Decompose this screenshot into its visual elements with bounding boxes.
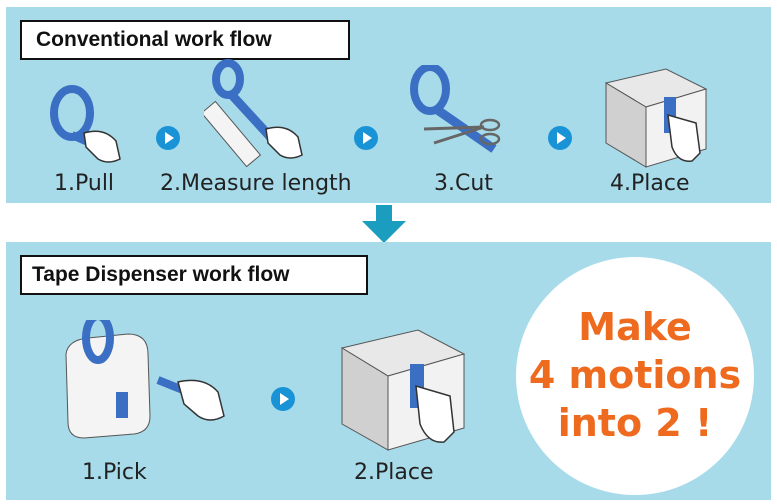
- conventional-title: Conventional work flow: [20, 20, 350, 60]
- down-arrow-icon: [362, 205, 406, 243]
- promo-badge: Make 4 motions into 2 !: [516, 257, 754, 495]
- promo-line-3: into 2 !: [557, 401, 713, 445]
- promo-line-1: Make: [578, 305, 692, 349]
- step-label-measure: 2.Measure length: [160, 171, 352, 196]
- measure-illustration: [204, 59, 303, 168]
- step-label-cut: 3.Cut: [434, 171, 493, 196]
- play-arrow-icon: [156, 126, 180, 150]
- place-box-illustration: [340, 329, 466, 451]
- play-arrow-icon: [354, 126, 378, 150]
- dispenser-title: Tape Dispenser work flow: [20, 255, 368, 295]
- place-box-illustration: [604, 68, 708, 168]
- pick-illustration: [65, 320, 225, 439]
- play-arrow-icon: [548, 126, 572, 150]
- cut-illustration: [410, 65, 501, 153]
- step-label-place: 4.Place: [610, 171, 690, 196]
- step-label-pull: 1.Pull: [54, 171, 115, 196]
- pull-illustration: [50, 85, 121, 163]
- step-label-place: 2.Place: [354, 460, 434, 485]
- promo-line-2: 4 motions: [528, 353, 742, 397]
- dispenser-panel: Tape Dispenser work flow 1.Pick 2.Place …: [6, 242, 771, 500]
- step-label-pick: 1.Pick: [82, 460, 147, 485]
- conventional-panel: Conventional work flow 1.Pull: [6, 7, 771, 203]
- play-arrow-icon: [271, 387, 295, 411]
